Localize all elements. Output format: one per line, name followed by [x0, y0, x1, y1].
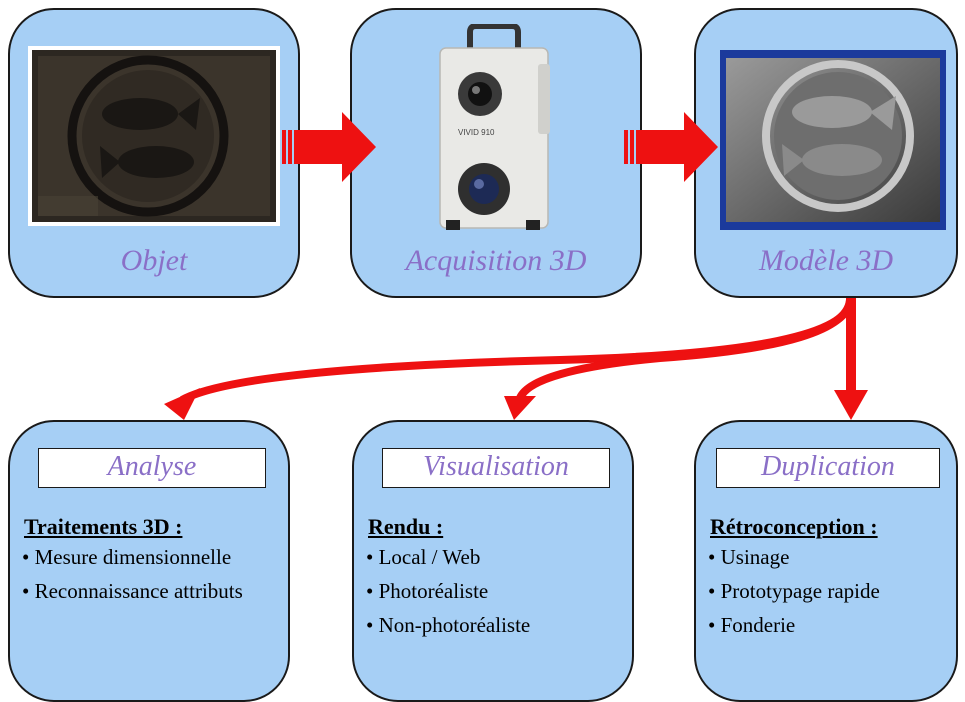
output-title-analyse: Analyse — [38, 448, 266, 488]
output-box-analyse: Analyse Traitements 3D : • Mesure dimens… — [8, 420, 290, 702]
arrow-acquisition-to-modele — [624, 112, 718, 182]
output-items-visualisation: • Local / Web • Photoréaliste • Non-phot… — [366, 544, 616, 646]
output-items-analyse: • Mesure dimensionnelle • Reconnaissance… — [22, 544, 272, 612]
list-item: • Reconnaissance attributs — [22, 579, 243, 603]
list-item: • Prototypage rapide — [708, 579, 880, 603]
arrow-modele-to-visualisation — [504, 299, 854, 420]
step-caption-modele: Modèle 3D — [758, 244, 894, 277]
output-heading-duplication: Rétroconception : — [710, 514, 878, 539]
step-box-objet: Objet — [8, 8, 300, 298]
output-heading-visualisation: Rendu : — [368, 514, 444, 539]
step-box-acquisition: VIVID 910 Acquisition 3D — [350, 8, 642, 298]
list-item: • Photoréaliste — [366, 579, 489, 603]
scanner-model-label: VIVID 910 — [458, 128, 495, 137]
list-item: • Usinage — [708, 545, 790, 569]
arrow-objet-to-acquisition — [282, 112, 376, 182]
list-item: • Mesure dimensionnelle — [22, 545, 232, 569]
output-heading-analyse: Traitements 3D : — [24, 514, 183, 539]
3d-scanner-photo: VIVID 910 — [430, 23, 558, 236]
output-items-duplication: • Usinage • Prototypage rapide • Fonderi… — [708, 544, 948, 646]
list-item: • Non-photoréaliste — [366, 613, 531, 637]
output-box-visualisation: Visualisation Rendu : • Local / Web • Ph… — [352, 420, 634, 702]
output-title-duplication: Duplication — [716, 448, 940, 488]
step-caption-acquisition: Acquisition 3D — [405, 244, 587, 277]
3d-model-render — [720, 50, 946, 230]
step-box-modele: Modèle 3D — [694, 8, 958, 298]
output-title-visualisation: Visualisation — [382, 448, 610, 488]
arrow-modele-to-duplication — [834, 298, 868, 420]
wooden-object-photo — [28, 46, 280, 226]
list-item: • Local / Web — [366, 545, 481, 569]
list-item: • Fonderie — [708, 613, 796, 637]
step-caption-objet: Objet — [120, 244, 188, 277]
